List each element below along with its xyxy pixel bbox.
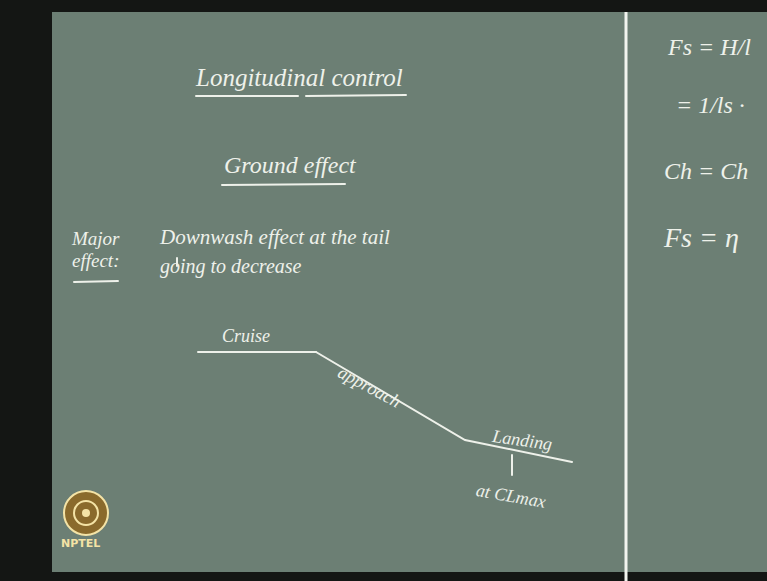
equation: Fs = η: [664, 222, 739, 254]
equation: = 1/ls ·: [676, 92, 745, 120]
blackboard: [52, 12, 767, 572]
logo-emblem: [64, 491, 108, 535]
logo-text: NPTEL: [61, 538, 100, 551]
equation: Fs = H/l: [668, 34, 751, 62]
subheading: Ground effect: [224, 152, 356, 180]
note-line: Downwash effect at the tail: [160, 225, 390, 249]
note-line: going to decrease: [160, 255, 301, 278]
heading: Longitudinal control: [196, 64, 403, 93]
phase-label: Cruise: [222, 326, 270, 347]
side-note: Major effect:: [72, 228, 132, 272]
equation: Ch = Ch: [664, 158, 748, 186]
